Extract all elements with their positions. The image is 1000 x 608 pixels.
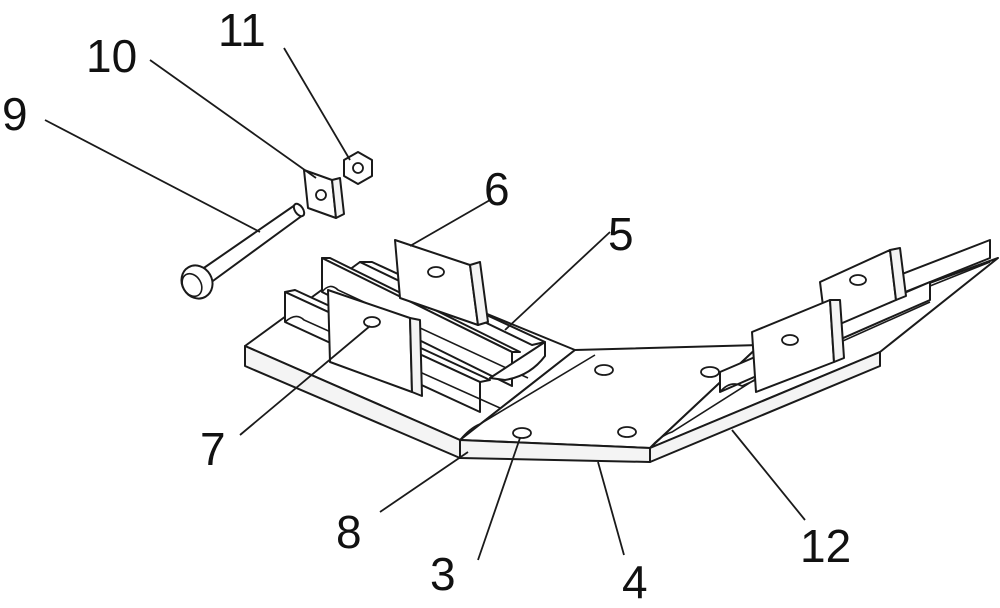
hole-1 (594, 364, 614, 376)
leader-10 (149, 59, 317, 179)
leader-7 (239, 325, 371, 436)
leader-lines (44, 47, 806, 561)
leader-11 (283, 47, 351, 161)
leader-4 (597, 461, 625, 556)
callout-3: 3 (430, 548, 456, 600)
leader-5 (504, 231, 611, 331)
hole-4 (617, 426, 637, 438)
callout-10: 10 (86, 30, 137, 82)
leader-6 (409, 199, 491, 247)
tab-plate-6 (394, 239, 489, 326)
leader-3 (477, 437, 521, 561)
tab-plate-7 (327, 289, 423, 397)
bolt-9 (180, 202, 306, 300)
callout-9: 9 (2, 88, 28, 140)
leader-8 (379, 451, 469, 513)
callout-7: 7 (200, 423, 226, 475)
hole-3 (512, 427, 532, 439)
callout-6: 6 (484, 163, 510, 215)
callout-4: 4 (622, 556, 648, 608)
leader-9 (44, 119, 261, 233)
callout-5: 5 (608, 208, 634, 260)
callout-8: 8 (336, 506, 362, 558)
hole-2 (700, 366, 720, 378)
callout-11: 11 (218, 4, 266, 56)
leader-12 (731, 429, 806, 521)
washer-10 (303, 169, 345, 219)
callout-12: 12 (800, 520, 851, 572)
nut-11 (343, 151, 373, 185)
mounting-holes (512, 364, 720, 439)
callout-labels: 3 4 5 6 7 8 9 10 11 12 (2, 4, 851, 608)
right-rail-assembly (719, 239, 991, 393)
